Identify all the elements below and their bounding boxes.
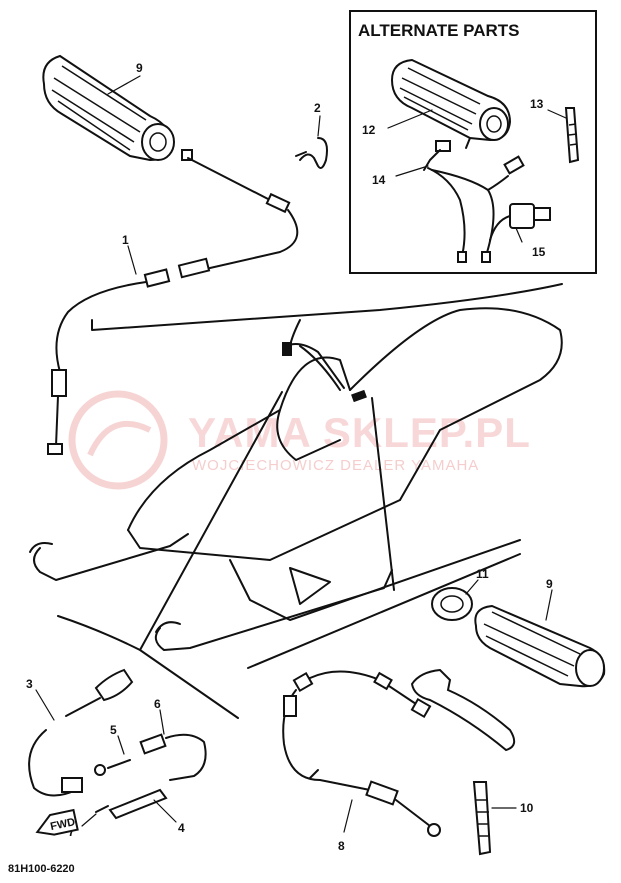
forward-direction-arrow: FWD: [35, 808, 79, 836]
callout-14: 14: [372, 173, 386, 187]
callout-4: 4: [178, 821, 185, 835]
watermark-logo: [68, 390, 168, 490]
inset-title: ALTERNATE PARTS: [358, 21, 520, 40]
wire-part-4: [108, 788, 168, 820]
callout-9-top: 9: [136, 61, 143, 75]
callout-10: 10: [520, 801, 534, 815]
watermark-tagline: WOJCIECHOWICZ DEALER YAMAHA: [192, 457, 479, 474]
clip-part-2: [295, 137, 328, 169]
brake-lever: [410, 668, 516, 752]
callout-13: 13: [530, 97, 544, 111]
connector-part-5: [94, 759, 131, 776]
switch-cable-part-3: [28, 668, 134, 797]
switch-part-15: [489, 203, 551, 241]
diagram-code: 81H100-6220: [8, 863, 75, 875]
brake-cable-part-8: [282, 670, 441, 837]
callout-8: 8: [338, 839, 345, 853]
watermark-brand: YAMA SKLEP.PL: [188, 409, 531, 456]
callout-6: 6: [154, 697, 161, 711]
grip-part-9-bottom: [474, 604, 606, 688]
callout-9-bottom: 9: [546, 577, 553, 591]
callout-7: 7: [68, 825, 75, 839]
throttle-grip-part-9: [42, 54, 175, 162]
alternate-parts-inset: ALTERNATE PARTS: [349, 10, 597, 274]
callout-1: 1: [122, 233, 129, 247]
cable-part-6: [139, 733, 207, 781]
throttle-cable-part-1: [47, 149, 299, 455]
band-part-10: [472, 781, 492, 856]
callout-3: 3: [26, 677, 33, 691]
snowmobile-outline: [29, 307, 563, 651]
band-part-13: [564, 107, 580, 164]
heated-grip-part-12: [390, 58, 512, 149]
callout-11: 11: [476, 567, 489, 581]
watermark: YAMA SKLEP.PL WOJCIECHOWICZ DEALER YAMAH…: [68, 390, 531, 490]
band-part-7: [95, 805, 109, 813]
fwd-label: FWD: [49, 816, 76, 833]
callout-15: 15: [532, 245, 546, 259]
inset-frame: [349, 10, 597, 274]
grip-end-part-11: [431, 587, 473, 621]
callout-2: 2: [314, 101, 321, 115]
callout-5: 5: [110, 723, 117, 737]
callout-12: 12: [362, 123, 376, 137]
